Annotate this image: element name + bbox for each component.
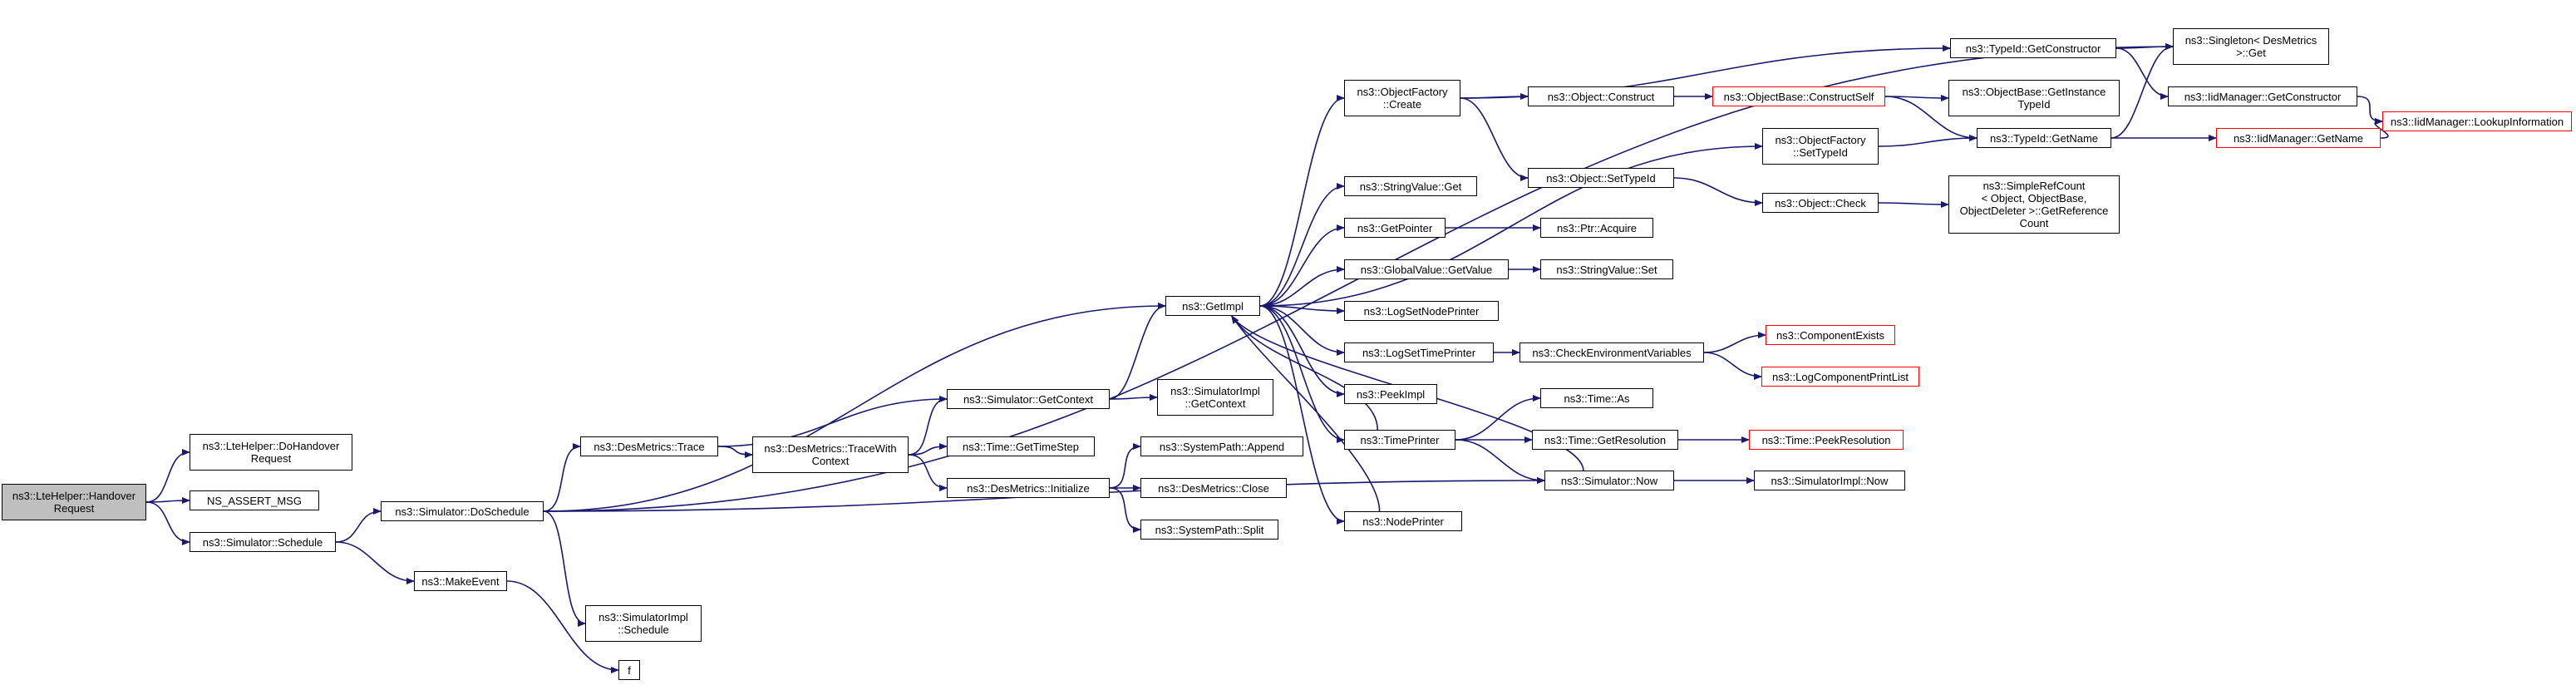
edge-getImpl-to-logTime — [1259, 305, 1345, 356]
edge-root-to-schedule — [145, 501, 190, 545]
edge-checkEnv-to-logCompList — [1703, 352, 1762, 380]
node-sim-now[interactable]: ns3::Simulator::Now — [1544, 471, 1674, 490]
node-assert-msg[interactable]: NS_ASSERT_MSG — [190, 490, 319, 510]
node-time-get-res[interactable]: ns3::Time::GetResolution — [1532, 430, 1678, 450]
node-schedule[interactable]: ns3::Simulator::Schedule — [190, 532, 336, 552]
edge-objSetTypeId-to-objCheck — [1673, 177, 1763, 206]
edge-getImpl-to-logNode — [1259, 305, 1345, 314]
node-impl-now[interactable]: ns3::SimulatorImpl::Now — [1754, 471, 1905, 490]
edge-schedule-to-doSchedule — [335, 508, 382, 543]
node-split[interactable]: ns3::SystemPath::Split — [1140, 520, 1278, 540]
edge-getContext-to-implGetContext — [1109, 394, 1158, 402]
node-do-handover[interactable]: ns3::LteHelper::DoHandover Request — [190, 434, 352, 471]
node-close[interactable]: ns3::DesMetrics::Close — [1140, 478, 1287, 498]
node-ob-get-instance[interactable]: ns3::ObjectBase::GetInstance TypeId — [1948, 80, 2120, 116]
node-append[interactable]: ns3::SystemPath::Append — [1140, 436, 1303, 456]
node-get-time-step[interactable]: ns3::Time::GetTimeStep — [947, 436, 1095, 456]
edge-trace-to-traceWith — [717, 446, 753, 458]
node-trace-with[interactable]: ns3::DesMetrics::TraceWith Context — [752, 436, 909, 473]
node-root[interactable]: ns3::LteHelper::Handover Request — [2, 484, 146, 520]
edge-getImpl-to-svGet — [1259, 183, 1345, 307]
edge-timePrinter-to-timeAs — [1455, 395, 1541, 441]
node-log-time[interactable]: ns3::LogSetTimePrinter — [1344, 342, 1494, 362]
node-of-create[interactable]: ns3::ObjectFactory ::Create — [1344, 80, 1460, 116]
node-time-printer[interactable]: ns3::TimePrinter — [1344, 430, 1455, 450]
edge-root-to-assertMsg — [145, 497, 190, 505]
node-obj-construct[interactable]: ns3::Object::Construct — [1528, 86, 1674, 106]
edge-root-to-doHandover — [145, 449, 190, 503]
node-peek-res[interactable]: ns3::Time::PeekResolution — [1749, 430, 1904, 450]
edge-schedule-to-makeEvent — [335, 541, 415, 584]
edge-doSchedule-to-getImpl — [543, 303, 1166, 512]
node-f[interactable]: f — [618, 660, 640, 680]
node-comp-exists[interactable]: ns3::ComponentExists — [1766, 325, 1895, 345]
node-get-impl[interactable]: ns3::GetImpl — [1165, 296, 1260, 316]
edge-constructSelf-to-typeGetName — [1884, 96, 1978, 141]
node-iid-get-name[interactable]: ns3::IidManager::GetName — [2216, 128, 2381, 148]
node-type-get-cons[interactable]: ns3::TypeId::GetConstructor — [1950, 38, 2116, 58]
node-obj-check[interactable]: ns3::Object::Check — [1762, 193, 1879, 213]
node-sv-set[interactable]: ns3::StringValue::Set — [1540, 259, 1673, 279]
node-get-context[interactable]: ns3::Simulator::GetContext — [947, 389, 1110, 409]
edge-traceWith-to-initialize — [908, 454, 948, 491]
edge-traceWith-to-getTimeStep — [908, 443, 948, 456]
node-iid-get-cons[interactable]: ns3::IidManager::GetConstructor — [2168, 86, 2357, 106]
edge-getImpl-to-peekImpl — [1259, 305, 1345, 397]
node-log-node[interactable]: ns3::LogSetNodePrinter — [1344, 301, 1499, 321]
node-trace[interactable]: ns3::DesMetrics::Trace — [580, 436, 718, 456]
edge-timePrinter-to-simNow — [1455, 439, 1545, 484]
edge-getImpl-to-getPointer — [1259, 224, 1345, 307]
edge-typeGetCons-to-iidGetCons — [2115, 47, 2169, 100]
node-sv-get[interactable]: ns3::StringValue::Get — [1344, 176, 1477, 196]
node-impl-get-context[interactable]: ns3::SimulatorImpl ::GetContext — [1157, 379, 1273, 416]
edge-timePrinter-to-getImpl — [1231, 315, 1378, 431]
edge-getImpl-to-nodePrinter — [1259, 305, 1345, 525]
edge-makeEvent-to-f — [506, 580, 619, 673]
node-get-pointer[interactable]: ns3::GetPointer — [1344, 218, 1446, 238]
node-gv-get-value[interactable]: ns3::GlobalValue::GetValue — [1344, 259, 1509, 279]
node-type-get-name[interactable]: ns3::TypeId::GetName — [1977, 128, 2111, 148]
edge-ofCreate-to-objSetTypeId — [1460, 97, 1529, 181]
node-singleton-get[interactable]: ns3::Singleton< DesMetrics >::Get — [2173, 28, 2329, 65]
edge-ofSetTypeId-to-typeGetName — [1878, 135, 1978, 147]
node-time-as[interactable]: ns3::Time::As — [1540, 388, 1653, 408]
edge-objCheck-to-simpleRef — [1878, 200, 1949, 208]
node-make-event[interactable]: ns3::MakeEvent — [414, 571, 507, 591]
node-ptr-acquire[interactable]: ns3::Ptr::Acquire — [1540, 218, 1653, 238]
edge-nodePrinter-to-getImpl — [1231, 315, 1381, 512]
edge-ofCreate-to-objConstruct — [1460, 93, 1529, 101]
node-check-env[interactable]: ns3::CheckEnvironmentVariables — [1519, 342, 1704, 362]
node-obj-set-type-id[interactable]: ns3::Object::SetTypeId — [1528, 168, 1674, 188]
node-node-printer[interactable]: ns3::NodePrinter — [1344, 511, 1462, 531]
edge-getImpl-to-gvGetValue — [1259, 266, 1345, 307]
node-initialize[interactable]: ns3::DesMetrics::Initialize — [947, 478, 1110, 498]
edge-getImpl-to-ofSetTypeId — [1259, 143, 1763, 307]
edge-traceWith-to-getContext — [908, 396, 948, 456]
edge-getContext-to-getImpl — [1109, 303, 1166, 400]
node-iid-lookup[interactable]: ns3::IidManager::LookupInformation — [2382, 111, 2572, 131]
edge-doSchedule-to-trace — [543, 443, 581, 512]
edge-getImpl-to-timePrinter — [1259, 305, 1345, 443]
node-construct-self[interactable]: ns3::ObjectBase::ConstructSelf — [1712, 86, 1885, 106]
edge-iidGetName-to-iidLookup — [2374, 118, 2389, 139]
node-impl-schedule[interactable]: ns3::SimulatorImpl ::Schedule — [585, 605, 702, 642]
node-of-set-type-id[interactable]: ns3::ObjectFactory ::SetTypeId — [1762, 128, 1879, 165]
edge-checkEnv-to-compExists — [1703, 332, 1766, 353]
edge-doSchedule-to-implSchedule — [543, 510, 586, 627]
edge-typeGetName-to-singletonGet — [2111, 43, 2174, 139]
node-peek-impl[interactable]: ns3::PeekImpl — [1344, 384, 1437, 404]
edge-initialize-to-split — [1109, 487, 1141, 533]
node-log-comp-list[interactable]: ns3::LogComponentPrintList — [1761, 367, 1919, 387]
node-simple-ref[interactable]: ns3::SimpleRefCount < Object, ObjectBase… — [1948, 175, 2120, 234]
node-do-schedule[interactable]: ns3::Simulator::DoSchedule — [381, 501, 544, 521]
edge-initialize-to-append — [1109, 443, 1141, 489]
edge-iidGetCons-to-iidLookup — [2357, 96, 2383, 125]
edge-getImpl-to-ofCreate — [1259, 95, 1345, 307]
